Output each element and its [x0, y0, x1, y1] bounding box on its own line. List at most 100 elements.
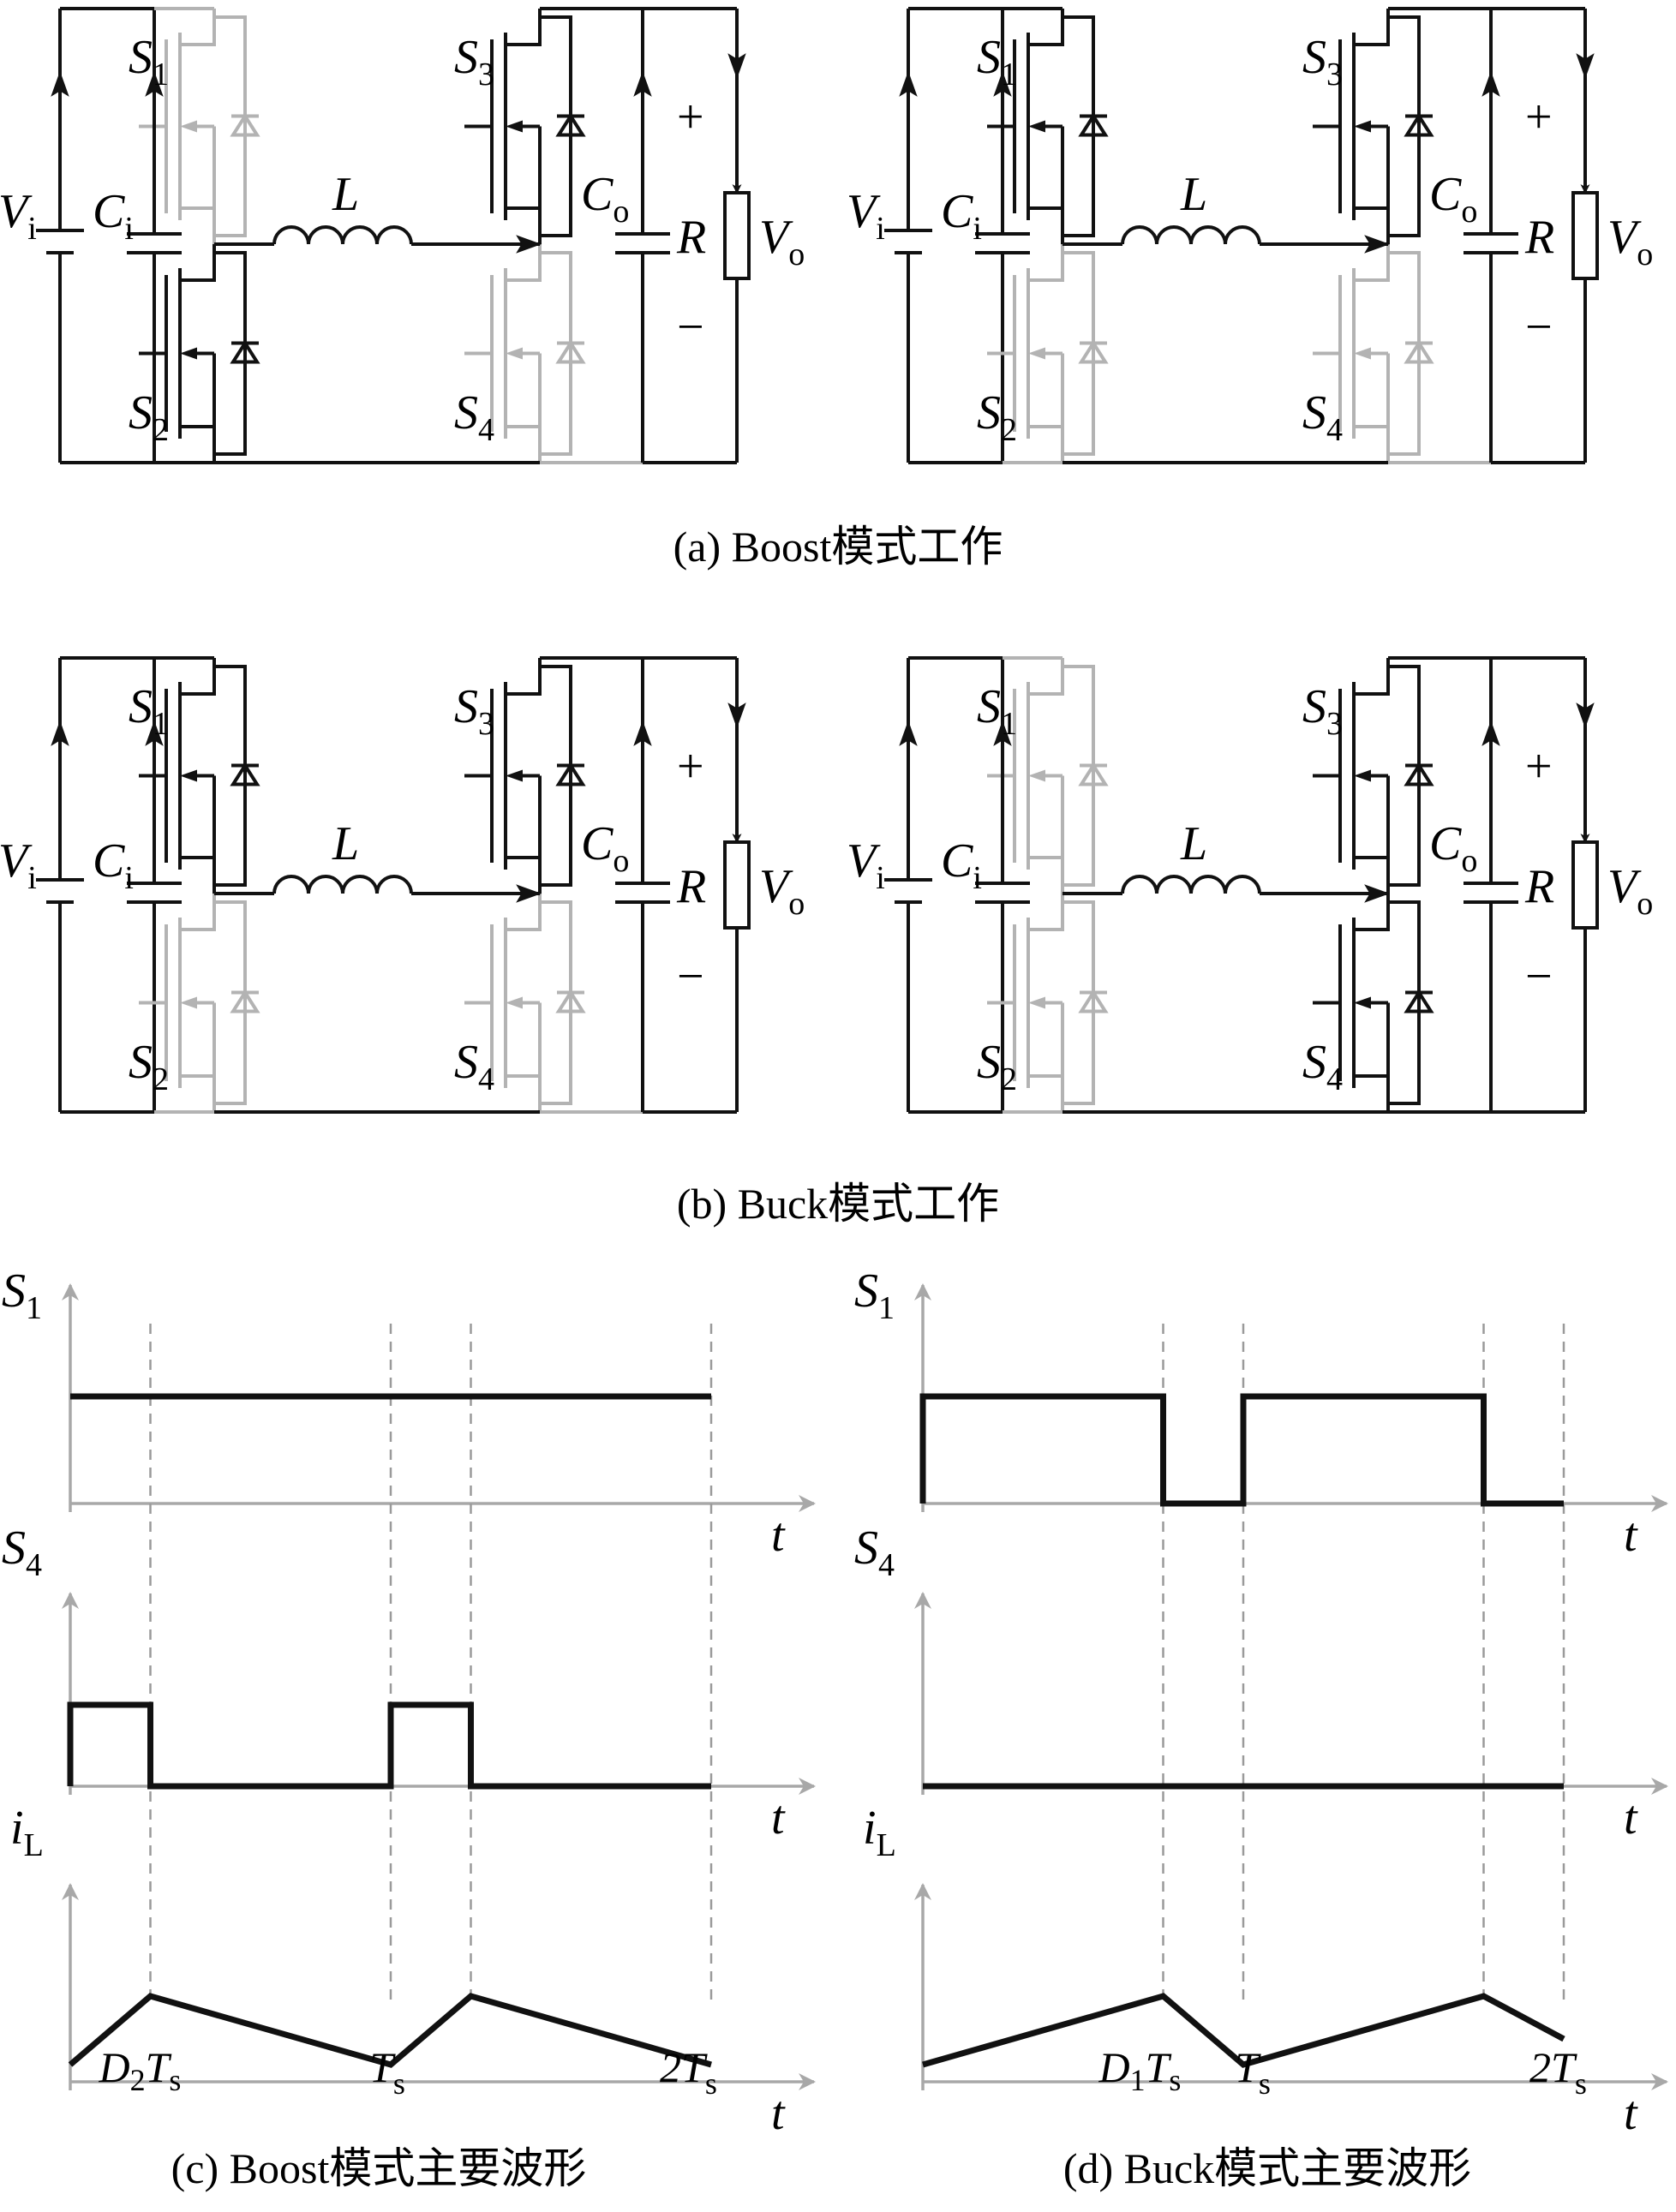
drain-lead	[506, 244, 542, 282]
label-s1-main: S	[129, 680, 153, 733]
drain-lead	[1354, 244, 1390, 282]
label-plus: +	[1525, 91, 1553, 144]
diode-leads	[540, 251, 572, 456]
diode-leads	[214, 251, 247, 456]
drain-lead	[180, 244, 216, 282]
trace-label-il-main: i	[863, 1802, 877, 1855]
tick-ts-sub: s	[393, 2066, 405, 2101]
label-s4: S4	[454, 386, 494, 448]
label-s1-sub: 1	[153, 706, 169, 742]
label-vi-sub: i	[876, 860, 885, 896]
label-co-sub: o	[613, 843, 629, 879]
trace-label-il-sub: L	[877, 1827, 896, 1863]
resistor	[723, 840, 751, 930]
label-ci: Ci	[941, 834, 982, 896]
diode-triangle	[230, 762, 260, 786]
trace-label-il-sub: L	[24, 1827, 44, 1863]
tick-2ts-main: 2T	[660, 2043, 708, 2091]
label-plus: +	[677, 740, 704, 793]
drain-lead	[1028, 894, 1064, 931]
tick-ts-sub: s	[1259, 2066, 1271, 2101]
label-s1: S1	[129, 31, 169, 93]
inductor-coil	[272, 875, 413, 894]
tick-ts-main: T	[1235, 2043, 1261, 2091]
label-vo: Vo	[759, 211, 805, 272]
diode-leads	[1062, 665, 1095, 887]
label-s2-main: S	[977, 1036, 1001, 1089]
label-co-main: C	[581, 817, 614, 870]
waveform-il	[922, 1993, 1565, 2068]
label-s3-sub: 3	[1326, 706, 1343, 742]
label-vi-sub: i	[27, 860, 37, 896]
label-s3-sub: 3	[1326, 57, 1343, 93]
switch-s2	[139, 244, 260, 463]
label-s2-sub: 2	[153, 412, 169, 448]
source-lead	[180, 1074, 216, 1112]
label-plus: +	[1525, 740, 1553, 793]
label-s2: S2	[129, 386, 169, 448]
waveform-s4	[67, 1701, 711, 1790]
label-vo: Vo	[1607, 211, 1653, 272]
diode-leads	[1388, 15, 1421, 237]
tick-d1ts-part-0: D	[1098, 2043, 1130, 2091]
switch-s3	[464, 658, 586, 894]
body-arrow	[1028, 769, 1045, 782]
label-minus: −	[677, 301, 704, 354]
diode-leads	[540, 15, 572, 237]
inductor-coil	[272, 225, 413, 245]
label-inductor-main: L	[332, 168, 359, 221]
inductor-coil	[1121, 875, 1261, 894]
waveform-s1	[919, 1393, 1564, 1507]
diode-triangle	[1078, 112, 1109, 137]
caption-a: (a) Boost模式工作	[673, 523, 1003, 571]
label-vo-sub: o	[1637, 236, 1653, 272]
tick-ts: Ts	[1235, 2043, 1271, 2101]
body-arrow	[180, 996, 197, 1009]
drain-lead	[180, 9, 216, 46]
trace-label-s4-sub: 4	[26, 1547, 42, 1583]
tick-d1ts-part-3: s	[1169, 2063, 1181, 2097]
diode-leads	[1062, 15, 1095, 237]
label-co: Co	[581, 817, 629, 879]
label-s3-sub: 3	[478, 57, 494, 93]
switch-s4	[464, 244, 586, 463]
drain-lead	[506, 9, 542, 46]
source-lead	[1028, 206, 1064, 244]
label-s1: S1	[977, 680, 1017, 742]
source-lead	[1354, 1074, 1390, 1112]
label-s4-sub: 4	[1326, 412, 1343, 448]
tick-ts-main: T	[369, 2043, 396, 2091]
diode-leads	[1388, 251, 1421, 456]
tick-d2ts-part-2: T	[146, 2043, 172, 2091]
t-label-2: t	[1624, 2087, 1638, 2140]
body-arrow	[1354, 769, 1371, 782]
resistor	[1571, 191, 1599, 280]
label-co: Co	[1429, 817, 1477, 879]
trace-label-s1-sub: 1	[878, 1290, 895, 1326]
tick-d1ts-part-2: T	[1146, 2043, 1172, 2091]
t-label-1: t	[771, 1791, 786, 1844]
body-arrow	[506, 996, 523, 1009]
label-s4: S4	[1302, 386, 1343, 448]
label-r: R	[676, 211, 706, 264]
trace-label-s4: S4	[2, 1521, 42, 1583]
label-s2-sub: 2	[1001, 1061, 1017, 1097]
body-arrow	[1354, 120, 1371, 133]
trace-label-s1-main: S	[854, 1264, 878, 1318]
label-vo-sub: o	[788, 886, 805, 922]
source-lead	[180, 206, 216, 244]
label-s2: S2	[977, 386, 1017, 448]
label-co: Co	[581, 168, 629, 230]
drain-lead	[1354, 658, 1390, 696]
label-ci-sub: i	[124, 860, 134, 896]
label-minus: −	[1525, 301, 1553, 354]
diode-leads	[214, 900, 247, 1105]
t-label-2: t	[771, 2087, 786, 2140]
tick-d2ts: D2Ts	[99, 2043, 182, 2097]
t-label-1: t	[1624, 1791, 1638, 1844]
inductor-coil	[1121, 225, 1261, 245]
source-lead	[506, 1074, 542, 1112]
label-plus: +	[677, 91, 704, 144]
